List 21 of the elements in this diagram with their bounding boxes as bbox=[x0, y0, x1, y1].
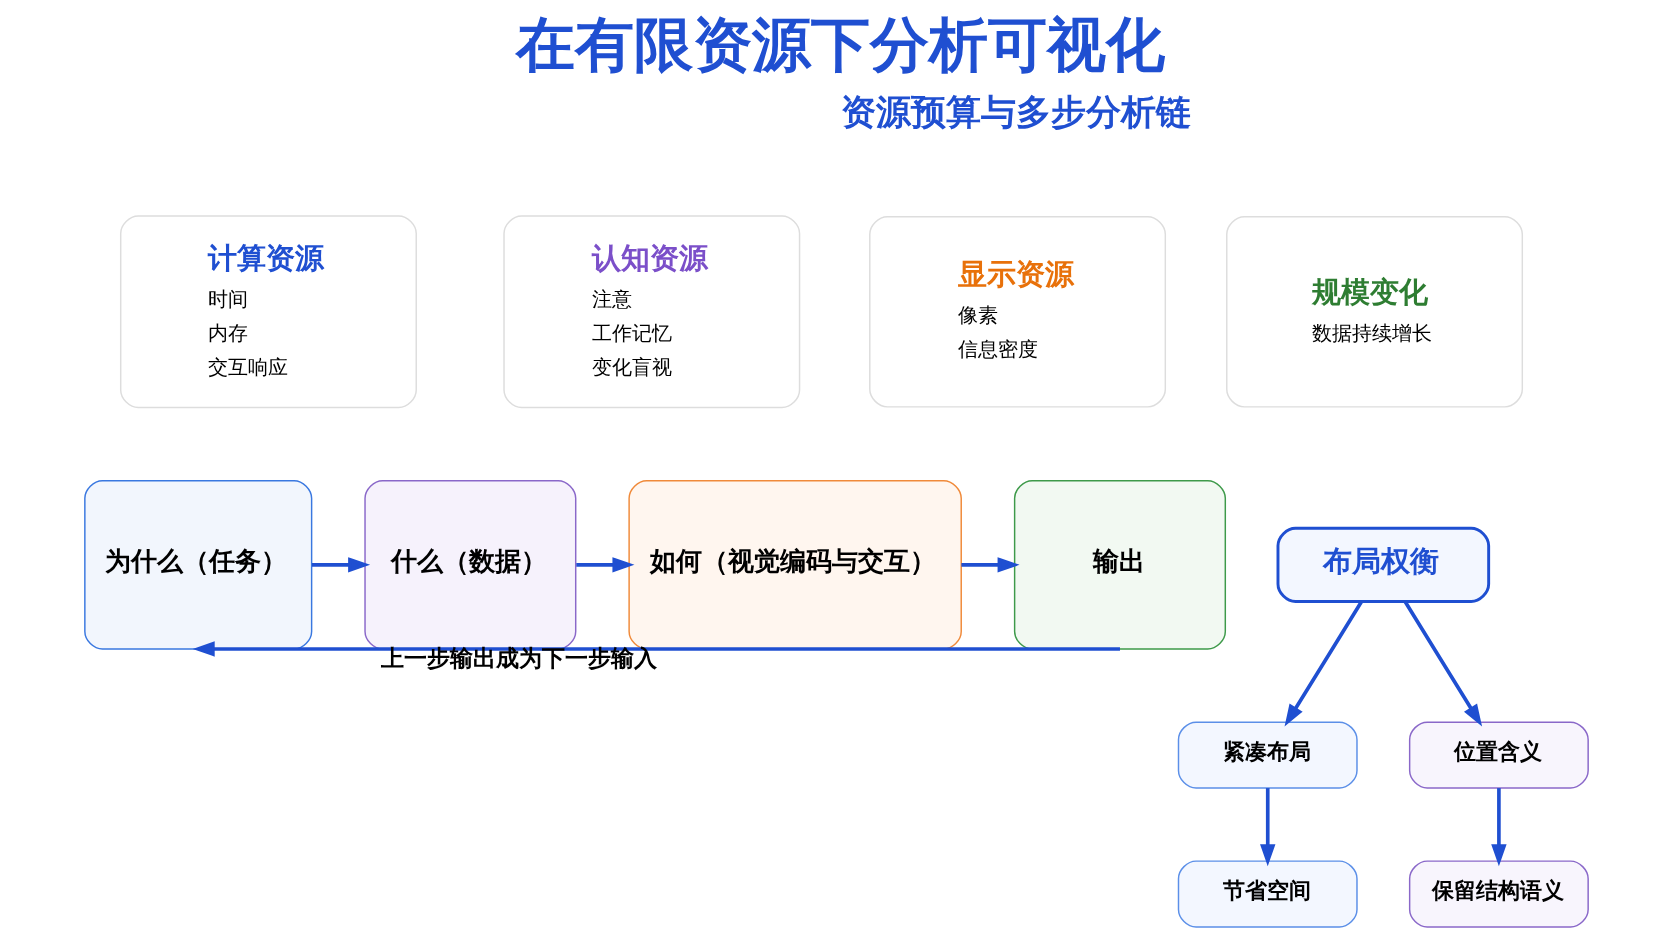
node-box: 节省空间 bbox=[1177, 860, 1358, 928]
node-box: 显示资源 像素 信息密度 bbox=[868, 215, 1166, 408]
diagram-title: 在有限资源下分析可视化 bbox=[515, 11, 1165, 80]
node-box: 为什么（任务） bbox=[83, 480, 312, 650]
arrow bbox=[1403, 600, 1482, 727]
node-box: 位置含义 bbox=[1408, 721, 1589, 789]
arrow bbox=[1490, 788, 1507, 867]
node-box: 计算资源 时间 内存 交互响应 bbox=[119, 215, 417, 409]
node-box: 输出 bbox=[1013, 480, 1226, 650]
node-box: 布局权衡 bbox=[1276, 526, 1490, 603]
node-box: 规模变化 数据持续增长 bbox=[1225, 215, 1523, 408]
arrow bbox=[575, 557, 634, 573]
arrow bbox=[311, 557, 370, 573]
arrow bbox=[192, 641, 1120, 657]
arrow bbox=[960, 557, 1020, 573]
arrow bbox=[1259, 788, 1275, 867]
node-box: 认知资源 注意 工作记忆 变化盲视 bbox=[502, 215, 800, 409]
arrow bbox=[1284, 600, 1363, 727]
label: 资源预算与多步分析链 bbox=[840, 91, 1191, 133]
node-box: 保留结构语义 bbox=[1408, 860, 1589, 928]
node-box: 紧凑布局 bbox=[1177, 721, 1358, 789]
